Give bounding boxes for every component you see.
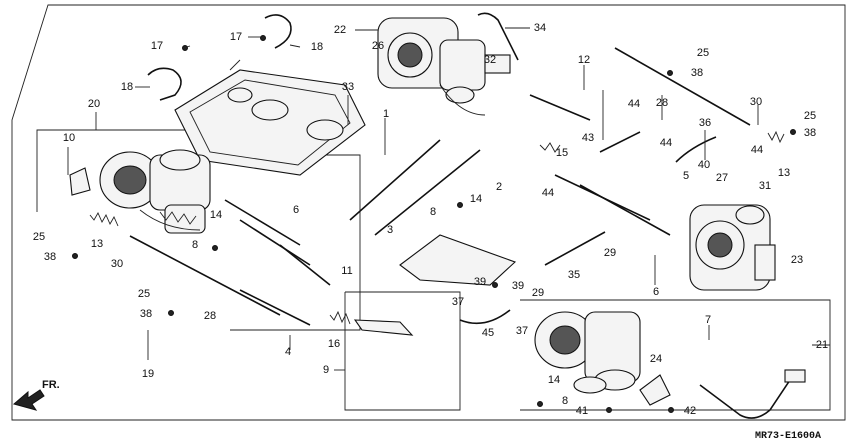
callout-38d: 38 <box>804 127 816 139</box>
group-box-bottom <box>344 291 461 411</box>
callout-8c: 8 <box>562 395 568 407</box>
callout-3: 3 <box>387 224 393 236</box>
callout-18a: 18 <box>121 81 133 93</box>
callout-38b: 38 <box>140 308 152 320</box>
callout-15: 15 <box>556 147 568 159</box>
callout-8b: 8 <box>430 206 436 218</box>
carburetor-bottom <box>534 311 641 394</box>
carburetor-right <box>689 204 776 291</box>
callout-12: 12 <box>578 54 590 66</box>
callout-41: 41 <box>576 405 588 417</box>
callout-25d: 25 <box>804 110 816 122</box>
callout-17b: 17 <box>230 31 242 43</box>
callout-24: 24 <box>650 353 662 365</box>
callout-14b: 14 <box>470 193 482 205</box>
callout-38a: 38 <box>44 251 56 263</box>
callout-38c: 38 <box>691 67 703 79</box>
callout-26: 26 <box>372 40 384 52</box>
carburetor-upper <box>377 17 511 116</box>
callout-43: 43 <box>582 132 594 144</box>
callout-23: 23 <box>791 254 803 266</box>
callout-6a: 6 <box>293 204 299 216</box>
callout-13b: 13 <box>778 167 790 179</box>
callout-7: 7 <box>705 314 711 326</box>
front-direction-indicator: FR. <box>12 379 60 411</box>
callout-10: 10 <box>63 132 75 144</box>
front-label: FR. <box>42 379 60 391</box>
leader-lines <box>67 27 830 371</box>
callout-36: 36 <box>699 117 711 129</box>
callout-17a: 17 <box>151 40 163 52</box>
group-box-center <box>205 154 361 331</box>
callout-27: 27 <box>716 172 728 184</box>
linkage-rods <box>129 47 751 326</box>
callout-44c: 44 <box>542 187 554 199</box>
throttle-cable <box>699 369 806 419</box>
callout-29b: 29 <box>604 247 616 259</box>
callout-25a: 25 <box>33 231 45 243</box>
callout-44a: 44 <box>628 98 640 110</box>
callout-22: 22 <box>334 24 346 36</box>
callout-14a: 14 <box>210 209 222 221</box>
group-box-right-bottom <box>520 299 831 411</box>
callout-5: 5 <box>683 170 689 182</box>
callout-19: 19 <box>142 368 154 380</box>
callout-16: 16 <box>328 338 340 350</box>
diagram-frame <box>11 4 846 421</box>
callout-11: 11 <box>341 265 352 277</box>
callout-4: 4 <box>285 346 291 358</box>
callout-44b: 44 <box>660 137 672 149</box>
callout-13a: 13 <box>91 238 103 250</box>
callout-20: 20 <box>88 98 100 110</box>
callout-42: 42 <box>684 405 696 417</box>
callout-40: 40 <box>698 159 710 171</box>
callouts: 1 2 3 4 5 6 6 7 8 8 8 9 10 11 12 13 13 1… <box>33 22 828 417</box>
carburetor-left <box>99 149 211 234</box>
callout-39b: 39 <box>512 280 524 292</box>
callout-30b: 30 <box>750 96 762 108</box>
callout-28a: 28 <box>204 310 216 322</box>
callout-39a: 39 <box>474 276 486 288</box>
hoses <box>147 12 717 325</box>
callout-45: 45 <box>482 327 494 339</box>
callout-32: 32 <box>484 54 496 66</box>
callout-1: 1 <box>383 108 389 120</box>
callout-6b: 6 <box>653 286 659 298</box>
intake-manifold <box>174 59 366 176</box>
callout-29a: 29 <box>532 287 544 299</box>
callout-44d: 44 <box>751 144 763 156</box>
callout-28b: 28 <box>656 97 668 109</box>
springs <box>89 130 785 325</box>
callout-14c: 14 <box>548 374 560 386</box>
callout-31: 31 <box>759 180 771 192</box>
callout-18b: 18 <box>311 41 323 53</box>
callout-37a: 37 <box>452 296 464 308</box>
brackets <box>69 167 671 406</box>
callout-30a: 30 <box>111 258 123 270</box>
callout-8a: 8 <box>192 239 198 251</box>
callout-35: 35 <box>568 269 580 281</box>
callout-21: 21 <box>816 339 828 351</box>
diagram-code: MR73-E1600A <box>755 431 821 442</box>
callout-9: 9 <box>323 364 329 376</box>
callout-33: 33 <box>342 81 354 93</box>
callout-37b: 37 <box>516 325 528 337</box>
callout-34: 34 <box>534 22 546 34</box>
front-arrow-icon <box>12 389 45 411</box>
callout-25b: 25 <box>138 288 150 300</box>
callout-2: 2 <box>496 181 502 193</box>
callout-25c: 25 <box>697 47 709 59</box>
